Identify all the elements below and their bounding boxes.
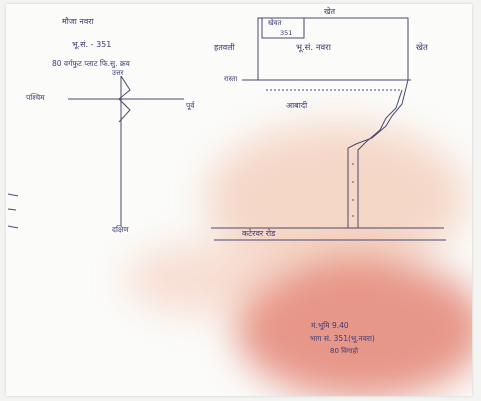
compass-north-label: उत्तर <box>112 69 124 77</box>
signature-line3: 80 विगाहो <box>330 347 359 355</box>
compass-south-label: दक्षिण <box>112 225 129 234</box>
compass-west-label: पश्चिम <box>26 93 45 102</box>
right-neighbor-label: खेत <box>416 43 428 53</box>
plot-area: 80 वर्गफुट प्लाट फि.सु. क्रव <box>52 59 130 68</box>
village-name: मौजा नवरा <box>62 17 94 26</box>
plot-number: भू.सं. - 351 <box>72 40 112 49</box>
signature-line1: मं.भूमि 9.40 <box>311 321 349 330</box>
left-neighbor-label: हतवली <box>214 43 235 52</box>
inner-box-line2: 351 <box>280 29 293 37</box>
lane-label: आबादी <box>286 101 308 110</box>
main-road-label: कटेरवर रोड <box>242 229 276 238</box>
document-sheet: मौजा नवरा भू.सं. - 351 80 वर्गफुट प्लाट … <box>6 4 472 396</box>
signature-line2: भाग सं. 351(भू.नवरा) <box>310 334 375 343</box>
compass-east-label: पूर्व <box>186 101 195 110</box>
inner-box-line1: खेवत <box>268 19 282 27</box>
site-plan-sketch <box>7 17 446 241</box>
top-neighbor-label: खेत <box>324 7 336 16</box>
road-label: रास्ता <box>224 75 238 83</box>
plot-label: भू.सं. नवरा <box>296 43 331 53</box>
